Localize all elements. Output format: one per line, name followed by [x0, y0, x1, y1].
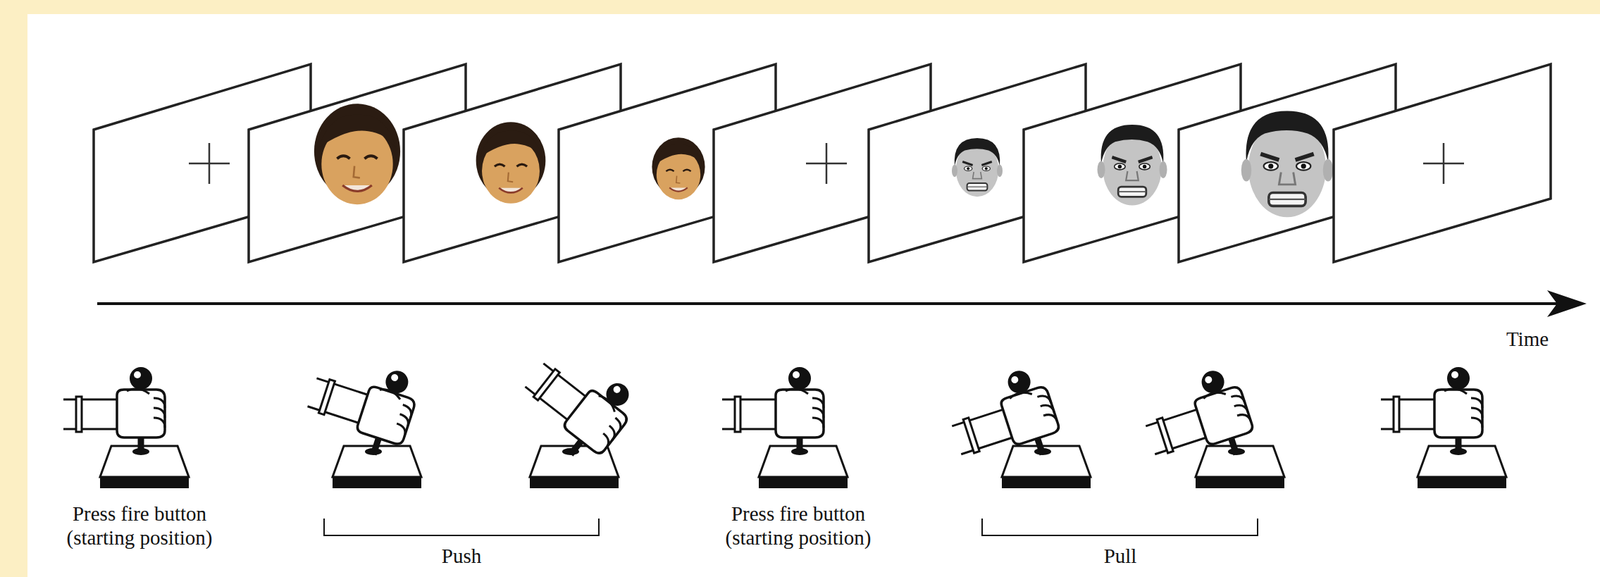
axis-label: Time	[1478, 326, 1577, 351]
bracket	[982, 518, 1258, 536]
happy-face	[314, 103, 401, 205]
arrow-head	[1547, 290, 1587, 318]
phase-label: Press fire button (starting position)	[699, 501, 897, 550]
joystick-pull	[1135, 364, 1285, 489]
joystick-push	[299, 347, 423, 489]
joystick-neutral	[722, 367, 848, 489]
angry-face	[1097, 124, 1168, 206]
phase-label: Press fire button (starting position)	[40, 501, 239, 550]
angry-face	[1241, 111, 1334, 218]
angry-face	[951, 138, 1003, 197]
joystick-neutral	[63, 367, 189, 489]
fixation-cross	[805, 143, 847, 184]
happy-face	[476, 121, 547, 204]
display-screen	[1333, 64, 1551, 263]
fixation-cross	[188, 143, 230, 184]
fixation-cross	[1423, 143, 1465, 184]
bracket	[324, 518, 599, 536]
joystick-push	[509, 338, 644, 489]
joystick-pull	[941, 364, 1091, 489]
happy-face	[651, 137, 705, 200]
bracket-label: Pull	[1049, 543, 1191, 568]
bracket-label: Push	[391, 543, 532, 568]
time-axis	[97, 302, 1561, 306]
joystick-neutral	[1380, 367, 1507, 489]
